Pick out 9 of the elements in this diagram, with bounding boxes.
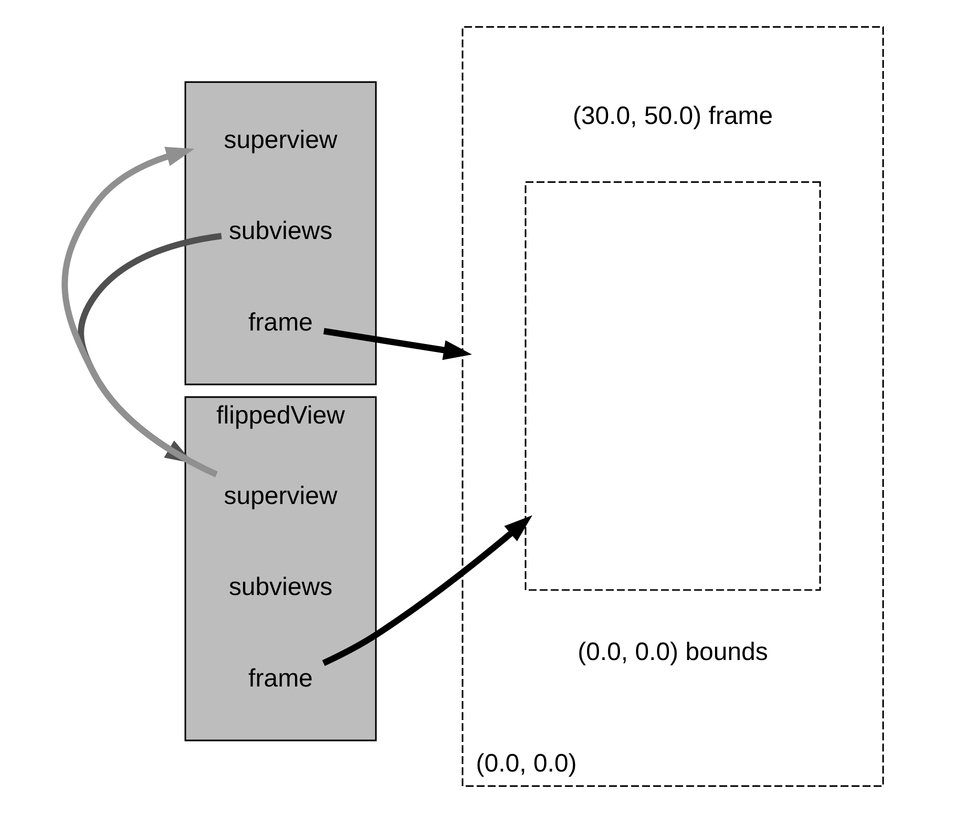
node-text: superview bbox=[223, 126, 337, 154]
node-label: (30.0, 50.0) frame bbox=[572, 102, 772, 130]
node-text: superview bbox=[223, 482, 337, 510]
node-text: frame bbox=[248, 664, 312, 693]
node-label: (0.0, 0.0) bbox=[475, 750, 576, 778]
node-label: (0.0, 0.0) bounds bbox=[577, 638, 768, 666]
node-text: frame bbox=[248, 308, 312, 337]
node-text: subviews bbox=[228, 217, 332, 246]
node-text: subviews bbox=[228, 573, 332, 602]
